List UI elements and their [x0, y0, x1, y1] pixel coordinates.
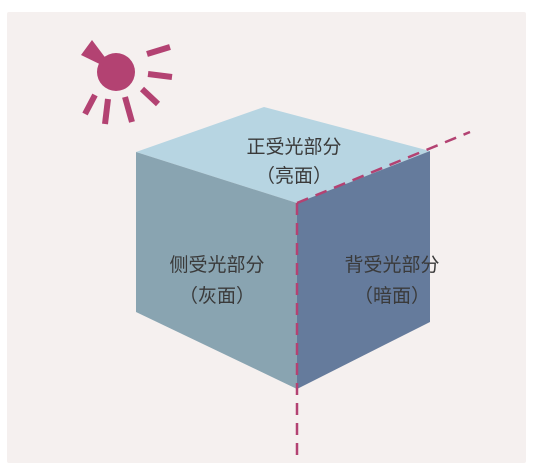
- right-face-subtitle: （暗面）: [354, 285, 430, 307]
- sun-rays: [82, 44, 173, 125]
- dashed-line-top: [296, 130, 471, 205]
- cube-left-face: [136, 152, 297, 389]
- top-face-subtitle: （亮面）: [256, 165, 332, 187]
- left-face-title: 侧受光部分: [169, 254, 264, 276]
- right-face-title: 背受光部分: [344, 254, 439, 276]
- dashed-edge-lines: [295, 130, 471, 458]
- sun-icon: [81, 40, 173, 125]
- top-face-title: 正受光部分: [246, 136, 341, 158]
- cube-right-face: [297, 151, 430, 389]
- left-face-subtitle: （灰面）: [179, 285, 255, 307]
